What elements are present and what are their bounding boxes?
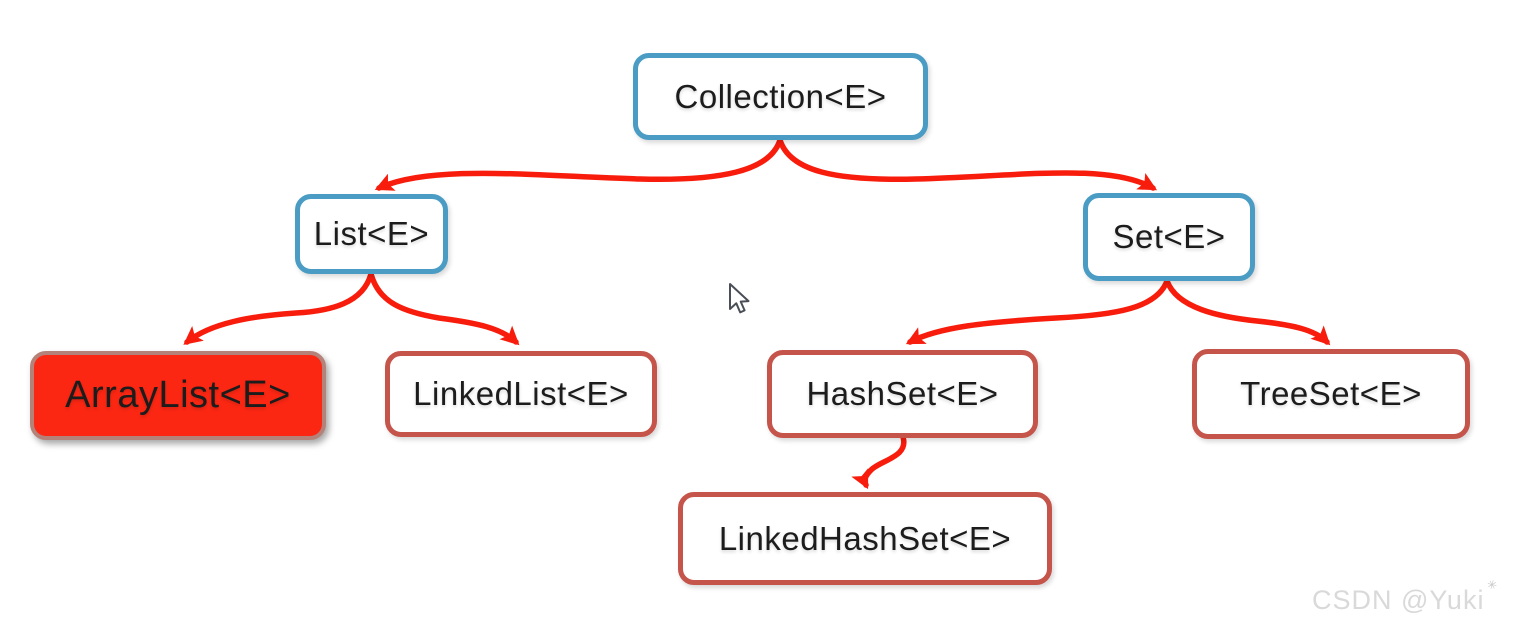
- arrow-list-to-linkedlist: [368, 271, 520, 346]
- arrow-set-to-hashset: [905, 278, 1170, 345]
- arrow-list-to-arraylist: [183, 271, 374, 345]
- arrow-hashset-to-linkedhashset: [851, 434, 907, 490]
- node-hashset-label: HashSet<E>: [806, 375, 999, 412]
- watermark-sparkle-icon: ✳: [1485, 576, 1499, 594]
- node-list-label: List<E>: [313, 215, 430, 252]
- node-list: List<E>: [295, 194, 448, 274]
- csdn-watermark: CSDN @Yuki: [1312, 585, 1485, 615]
- node-linkedhashset-label: LinkedHashSet<E>: [718, 519, 1012, 557]
- node-arraylist-label: ArrayList<E>: [65, 374, 291, 416]
- node-linkedlist: LinkedList<E>: [385, 351, 657, 437]
- node-linkedlist-label: LinkedList<E>: [413, 375, 629, 412]
- node-linkedhashset: LinkedHashSet<E>: [678, 492, 1052, 585]
- node-treeset: TreeSet<E>: [1192, 349, 1470, 439]
- node-collection-label: Collection<E>: [674, 77, 887, 115]
- node-arraylist: ArrayList<E>: [30, 351, 326, 440]
- arrow-collection-to-list: [374, 137, 783, 191]
- node-set-label: Set<E>: [1112, 218, 1226, 255]
- node-set: Set<E>: [1083, 193, 1255, 281]
- mouse-cursor-icon: [729, 283, 750, 314]
- node-hashset: HashSet<E>: [767, 350, 1038, 438]
- arrow-collection-to-set: [777, 137, 1158, 191]
- node-treeset-label: TreeSet<E>: [1240, 375, 1422, 412]
- arrow-set-to-treeset: [1164, 278, 1331, 346]
- node-collection: Collection<E>: [633, 53, 928, 140]
